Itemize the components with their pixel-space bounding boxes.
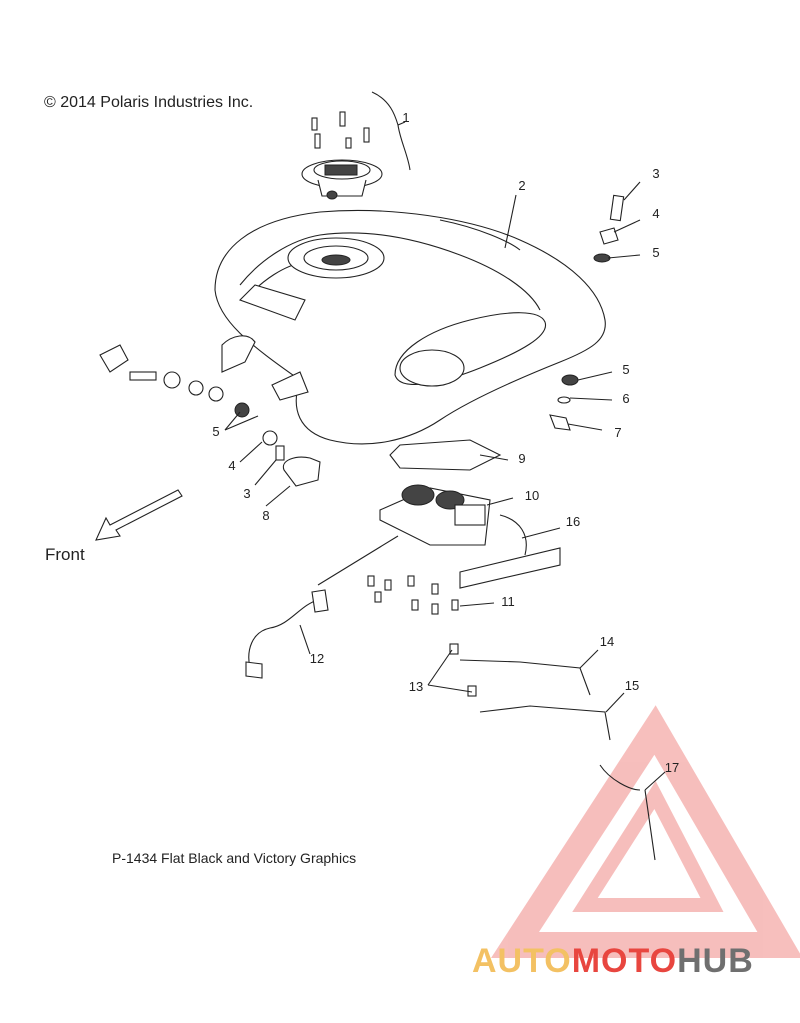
callout-5: 5 [652, 245, 660, 260]
callout-1: 1 [402, 110, 410, 125]
callout-4: 4 [652, 206, 660, 221]
fuel-hose [245, 589, 329, 679]
callout-15: 15 [624, 678, 640, 693]
callout-6: 6 [622, 391, 630, 406]
callout-16: 16 [565, 514, 581, 529]
screw-set [367, 575, 459, 615]
callout-3: 3 [243, 486, 251, 501]
watermark-logo [491, 705, 800, 958]
vent-lines [449, 643, 656, 861]
callout-13: 13 [408, 679, 424, 694]
callout-11: 11 [501, 594, 515, 609]
left-hardware [99, 344, 321, 487]
callout-3: 3 [652, 166, 660, 181]
watermark-text: AUTOMOTOHUB [472, 942, 754, 980]
leader-lines [224, 181, 666, 791]
callout-14: 14 [599, 634, 615, 649]
right-hardware [549, 194, 625, 431]
diagram-caption: P-1434 Flat Black and Victory Graphics [112, 850, 357, 866]
callout-7: 7 [614, 425, 622, 440]
callout-8: 8 [262, 508, 270, 523]
callout-5: 5 [622, 362, 630, 377]
callout-5: 5 [212, 424, 220, 439]
fuel-tank [214, 209, 606, 445]
front-label: Front [45, 545, 85, 564]
callout-9: 9 [518, 451, 526, 466]
fuel-pump-assembly [379, 439, 561, 589]
callout-4: 4 [228, 458, 236, 473]
callout-2: 2 [518, 178, 526, 193]
copyright-notice: © 2014 Polaris Industries Inc. [44, 94, 254, 111]
callout-12: 12 [309, 651, 325, 666]
filler-cap-assembly [301, 91, 411, 200]
callout-17: 17 [664, 760, 680, 775]
front-arrow [95, 489, 183, 541]
callout-10: 10 [524, 488, 540, 503]
